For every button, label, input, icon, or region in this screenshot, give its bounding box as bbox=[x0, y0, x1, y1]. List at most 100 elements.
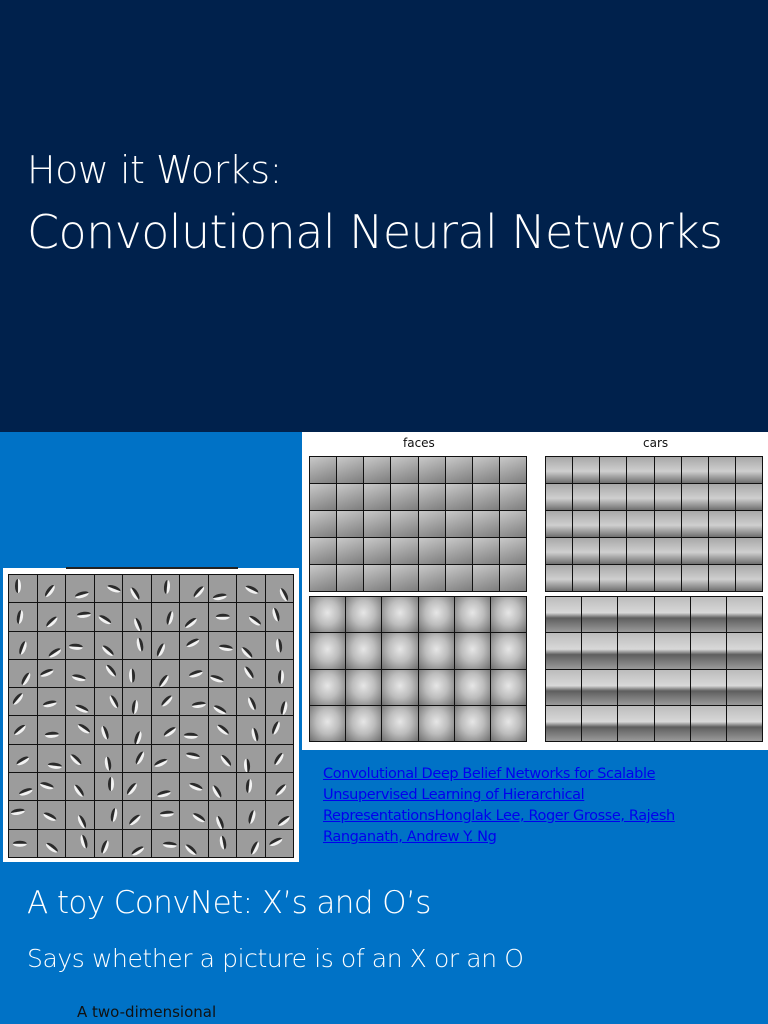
cars-label: cars bbox=[643, 436, 669, 450]
filter-tile bbox=[265, 716, 293, 744]
edge-stroke bbox=[279, 700, 289, 716]
edge-stroke bbox=[162, 841, 177, 849]
filter-tile bbox=[151, 829, 179, 857]
filter-tile bbox=[735, 565, 762, 591]
filter-tile bbox=[364, 484, 391, 510]
edge-stroke bbox=[218, 643, 233, 652]
filter-tile bbox=[708, 565, 735, 591]
filter-tile bbox=[151, 659, 179, 688]
filter-tile bbox=[151, 575, 179, 603]
edge-stroke bbox=[215, 723, 230, 737]
edge-stroke bbox=[135, 637, 145, 652]
filter-tile bbox=[582, 669, 618, 705]
filter-tile bbox=[708, 538, 735, 564]
filter-tile bbox=[265, 744, 293, 773]
filter-tile bbox=[546, 597, 582, 633]
filter-tile bbox=[546, 457, 573, 483]
edge-stroke bbox=[104, 756, 113, 772]
filter-tile bbox=[735, 538, 762, 564]
filter-tile bbox=[346, 597, 382, 633]
paper-reference-link[interactable]: Convolutional Deep Belief Networks for S… bbox=[323, 766, 675, 845]
filter-tile bbox=[180, 773, 208, 801]
edge-stroke bbox=[125, 781, 139, 797]
filter-tile bbox=[600, 538, 627, 564]
filter-tile bbox=[237, 575, 265, 603]
filter-tile bbox=[546, 511, 573, 537]
filter-tile bbox=[310, 633, 346, 669]
edge-stroke bbox=[130, 699, 139, 714]
filter-tile bbox=[208, 603, 236, 631]
filter-tile bbox=[208, 575, 236, 603]
edge-stroke bbox=[128, 668, 136, 683]
edge-stroke bbox=[268, 835, 284, 848]
filter-tile bbox=[94, 716, 122, 744]
filter-tile bbox=[66, 801, 94, 829]
filter-tile bbox=[382, 669, 418, 705]
edge-stroke bbox=[183, 842, 198, 857]
filter-tile bbox=[499, 457, 526, 483]
edge-stroke bbox=[14, 579, 21, 593]
filter-tile bbox=[265, 773, 293, 801]
edge-stroke bbox=[186, 751, 201, 761]
edge-stroke bbox=[245, 778, 254, 793]
filter-tile bbox=[472, 484, 499, 510]
filter-tile bbox=[391, 484, 418, 510]
edge-stroke bbox=[157, 673, 171, 688]
title-slide: How it Works: Convolutional Neural Netwo… bbox=[0, 0, 768, 432]
edge-stroke bbox=[156, 788, 172, 799]
edge-stroke bbox=[214, 815, 226, 829]
edge-stroke bbox=[47, 646, 63, 659]
filter-tile bbox=[726, 705, 762, 741]
filter-tile bbox=[237, 603, 265, 631]
filter-tile bbox=[265, 603, 293, 631]
edge-stroke bbox=[74, 590, 90, 600]
filter-tile bbox=[123, 773, 151, 801]
filter-tile bbox=[490, 597, 526, 633]
filter-tile bbox=[391, 457, 418, 483]
filter-tile bbox=[681, 511, 708, 537]
edge-stroke bbox=[13, 840, 28, 847]
filter-tile bbox=[364, 457, 391, 483]
filter-tile bbox=[310, 457, 337, 483]
filter-tile bbox=[208, 744, 236, 773]
edge-stroke bbox=[134, 750, 147, 766]
filter-tile bbox=[237, 688, 265, 716]
filter-tile bbox=[66, 829, 94, 857]
edge-stroke bbox=[16, 609, 25, 625]
filter-tile bbox=[472, 538, 499, 564]
filter-tile bbox=[94, 603, 122, 631]
edge-stroke bbox=[153, 756, 169, 769]
filter-tile bbox=[265, 659, 293, 688]
edge-stroke bbox=[278, 587, 290, 603]
filter-tile bbox=[9, 744, 37, 773]
filter-tile bbox=[123, 659, 151, 688]
filter-tile bbox=[265, 801, 293, 829]
filter-tile bbox=[180, 575, 208, 603]
edge-stroke bbox=[130, 844, 145, 857]
edge-stroke bbox=[39, 667, 55, 679]
edge-stroke bbox=[98, 613, 113, 627]
image-top-border bbox=[66, 567, 238, 569]
filter-tile bbox=[499, 511, 526, 537]
edge-stroke bbox=[272, 751, 285, 767]
filter-tile bbox=[123, 575, 151, 603]
filter-tile bbox=[391, 538, 418, 564]
edge-stroke bbox=[243, 665, 256, 680]
filter-tile bbox=[37, 575, 65, 603]
edge-stroke bbox=[15, 755, 31, 768]
edge-stroke bbox=[132, 730, 143, 744]
edge-stroke bbox=[77, 722, 92, 735]
filter-tile bbox=[418, 633, 454, 669]
filter-tile bbox=[66, 659, 94, 688]
filter-tile bbox=[337, 538, 364, 564]
edge-stroke bbox=[183, 732, 198, 740]
filter-tile bbox=[573, 484, 600, 510]
edge-stroke bbox=[188, 669, 204, 680]
edge-stroke bbox=[13, 723, 28, 737]
filter-tile bbox=[123, 688, 151, 716]
filter-tile bbox=[690, 705, 726, 741]
edge-stroke bbox=[106, 583, 122, 595]
filter-tile bbox=[94, 744, 122, 773]
edge-stroke bbox=[250, 727, 260, 742]
filter-tile bbox=[573, 538, 600, 564]
